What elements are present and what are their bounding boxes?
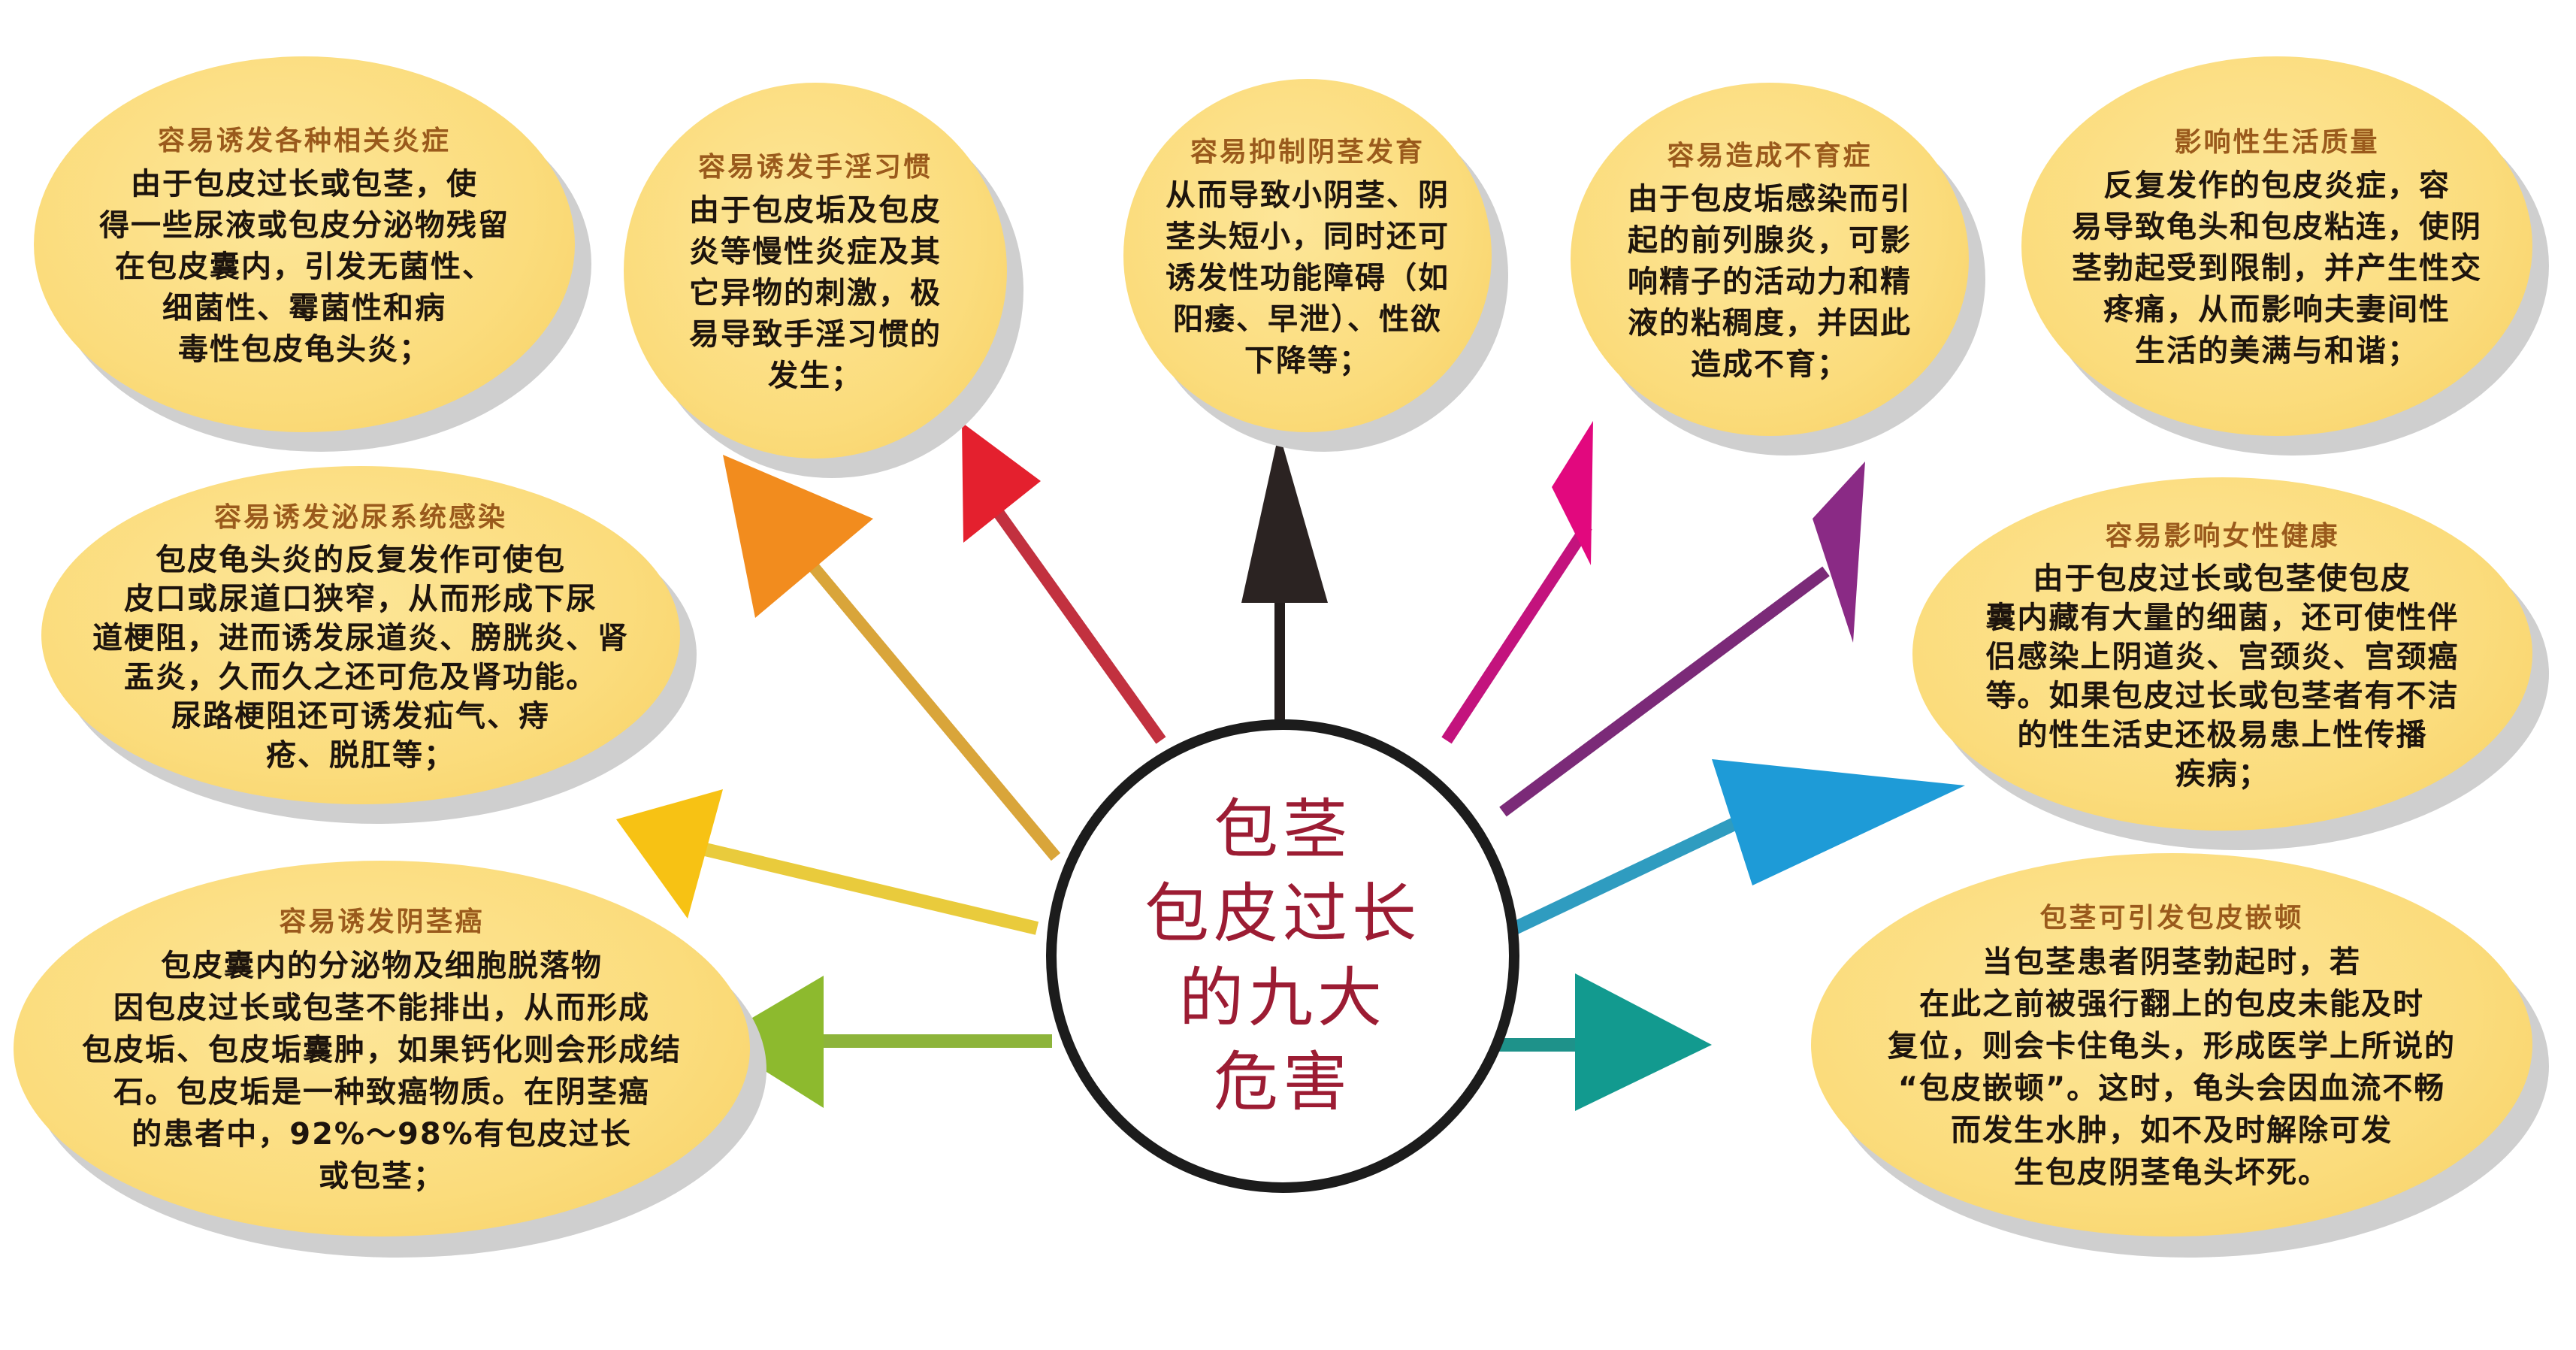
center-title-line: 危害 bbox=[1214, 1045, 1352, 1120]
bubble-female-health: 容易影响女性健康 由于包皮过长或包茎使包皮 囊内藏有大量的细菌，还可使性伴 侣感… bbox=[1912, 477, 2549, 850]
bubble-title: 容易诱发各种相关炎症 bbox=[157, 124, 451, 156]
bubble-line: 尿路梗阻还可诱发疝气、痔 bbox=[171, 699, 550, 734]
bubble-line: 易导致龟头和包皮粘连，使阴 bbox=[2072, 210, 2482, 244]
bubble-line: 而发生水肿，如不及时解除可发 bbox=[1951, 1113, 2393, 1148]
bubble-line: 诱发性功能障碍（如 bbox=[1166, 260, 1450, 295]
bubble-body: 包皮龟头炎的反复发作可使包 皮口或尿道口狭窄，从而形成下尿 道梗阻，进而诱发尿道… bbox=[92, 540, 629, 775]
bubble-paraphimosis: 包茎可引发包皮嵌顿 当包茎患者阴茎勃起时，若 在此之前被强行翻上的包皮未能及时 … bbox=[1811, 853, 2549, 1258]
arrow-black bbox=[1241, 432, 1328, 725]
bubble-line: 包皮龟头炎的反复发作可使包 bbox=[156, 543, 566, 577]
arrow-purple bbox=[1499, 462, 1865, 817]
arrow-magenta bbox=[1441, 421, 1593, 744]
bubble-penile-cancer: 容易诱发阴茎癌 包皮囊内的分泌物及细胞脱落物 因包皮过长或包茎不能排出，从而形成… bbox=[14, 861, 766, 1258]
bubble-line: 当包茎患者阴茎勃起时，若 bbox=[1982, 945, 2361, 979]
bubble-line: 响精子的活动力和精 bbox=[1628, 264, 1912, 299]
bubble-title: 容易影响女性健康 bbox=[2105, 520, 2340, 552]
bubble-inflammation: 容易诱发各种相关炎症 由于包皮过长或包茎，使 得一些尿液或包皮分泌物残留 在包皮… bbox=[34, 56, 591, 452]
center-title-line: 包茎 bbox=[1214, 792, 1352, 867]
bubble-line: 疾病； bbox=[2175, 757, 2270, 792]
bubble-line: 从而导致小阴茎、阴 bbox=[1166, 177, 1450, 213]
bubble-line: 包皮垢、包皮垢囊肿，如果钙化则会形成结 bbox=[82, 1033, 682, 1067]
bubble-line: 复位，则会卡住龟头，形成医学上所说的 bbox=[1888, 1029, 2456, 1064]
bubble-title: 容易抑制阴茎发育 bbox=[1190, 135, 1425, 168]
arrow-orange bbox=[723, 455, 1061, 861]
bubble-line: 疼痛，从而影响夫妻间性 bbox=[2103, 292, 2451, 327]
bubble-urinary: 容易诱发泌尿系统感染 包皮龟头炎的反复发作可使包 皮口或尿道口狭窄，从而形成下尿… bbox=[41, 466, 697, 824]
bubble-line: 道梗阻，进而诱发尿道炎、膀胱炎、肾 bbox=[92, 621, 629, 655]
bubble-body: 当包茎患者阴茎勃起时，若 在此之前被强行翻上的包皮未能及时 复位，则会卡住龟头，… bbox=[1888, 941, 2456, 1194]
bubble-line: 或包茎； bbox=[319, 1159, 445, 1194]
bubble-body: 由于包皮过长或包茎使包皮 囊内藏有大量的细菌，还可使性伴 侣感染上阴道炎、宫颈炎… bbox=[1986, 559, 2460, 794]
center-title-line: 包皮过长 bbox=[1144, 876, 1421, 952]
arrow-red bbox=[962, 422, 1166, 744]
bubble-line: 造成不育； bbox=[1691, 347, 1849, 382]
arrow-yellow bbox=[616, 789, 1039, 935]
bubble-line: 在此之前被强行翻上的包皮未能及时 bbox=[1919, 987, 2424, 1022]
bubble-line: 茎头短小，同时还可 bbox=[1166, 219, 1450, 254]
bubble-line: 得一些尿液或包皮分泌物残留 bbox=[99, 207, 509, 243]
bubble-title: 影响性生活质量 bbox=[2174, 126, 2380, 158]
bubble-title: 容易诱发泌尿系统感染 bbox=[213, 501, 507, 533]
bubble-line: 阳痿、早泄）、性欲 bbox=[1173, 301, 1442, 337]
bubble-line: 皮口或尿道口狭窄，从而形成下尿 bbox=[124, 582, 597, 616]
bubble-line: 液的粘稠度，并因此 bbox=[1628, 305, 1912, 341]
center-title-line: 的九大 bbox=[1179, 961, 1386, 1036]
bubble-line: 易导致手淫习惯的 bbox=[689, 316, 942, 352]
bubble-body: 反复发作的包皮炎症，容 易导致龟头和包皮粘连，使阴 茎勃起受到限制，并产生性交 … bbox=[2072, 165, 2482, 372]
bubble-line: 下降等； bbox=[1244, 343, 1371, 378]
bubble-line: 细菌性、霉菌性和病 bbox=[162, 290, 446, 325]
bubble-body: 由于包皮垢感染而引 起的前列腺炎，可影 响精子的活动力和精 液的粘稠度，并因此 … bbox=[1628, 179, 1912, 386]
bubble-line: 在包皮囊内，引发无菌性、 bbox=[115, 249, 494, 284]
bubble-masturbation: 容易诱发手淫习惯 由于包皮垢及包皮 炎等慢性炎症及其 它异物的刺激，极 易导致手… bbox=[624, 83, 1023, 478]
bubble-title: 容易诱发阴茎癌 bbox=[279, 906, 485, 937]
bubble-line: 包皮囊内的分泌物及细胞脱落物 bbox=[161, 949, 603, 983]
bubble-line: 等。如果包皮过长或包茎者有不洁 bbox=[1985, 679, 2460, 713]
bubble-line: 侣感染上阴道炎、宫颈炎、宫颈癌 bbox=[1985, 640, 2460, 674]
bubble-body: 包皮囊内的分泌物及细胞脱落物 因包皮过长或包茎不能排出，从而形成 包皮垢、包皮垢… bbox=[82, 945, 682, 1197]
bubble-line: 炎等慢性炎症及其 bbox=[689, 234, 942, 269]
bubble-line: 由于包皮过长或包茎，使 bbox=[131, 166, 478, 201]
center-title-circle: 包茎 包皮过长 的九大 危害 bbox=[1046, 719, 1519, 1193]
bubble-line: 起的前列腺炎，可影 bbox=[1628, 222, 1912, 258]
bubble-title: 包茎可引发包皮嵌顿 bbox=[2039, 902, 2304, 934]
bubble-title: 容易诱发手淫习惯 bbox=[697, 150, 933, 183]
bubble-line: 发生； bbox=[768, 358, 863, 393]
bubble-line: 由于包皮垢及包皮 bbox=[689, 192, 942, 228]
bubble-line: 盂炎，久而久之还可危及肾功能。 bbox=[124, 660, 597, 695]
bubble-title: 容易造成不育症 bbox=[1667, 139, 1873, 171]
bubble-infertility: 容易造成不育症 由于包皮垢感染而引 起的前列腺炎，可影 响精子的活动力和精 液的… bbox=[1571, 83, 1985, 456]
bubble-body: 由于包皮垢及包皮 炎等慢性炎症及其 它异物的刺激，极 易导致手淫习惯的 发生； bbox=[689, 190, 942, 397]
bubble-line: 囊内藏有大量的细菌，还可使性伴 bbox=[1985, 601, 2460, 635]
bubble-line: 由于包皮垢感染而引 bbox=[1628, 181, 1912, 216]
bubble-line: 由于包皮过长或包茎使包皮 bbox=[2033, 561, 2412, 596]
bubble-line: 石。包皮垢是一种致癌物质。在阴茎癌 bbox=[113, 1075, 650, 1109]
arrow-green bbox=[715, 976, 1052, 1108]
bubble-body: 从而导致小阴茎、阴 茎头短小，同时还可 诱发性功能障碍（如 阳痿、早泄）、性欲 … bbox=[1166, 175, 1450, 382]
bubble-line: 因包皮过长或包茎不能排出，从而形成 bbox=[113, 991, 650, 1025]
arrow-blue bbox=[1504, 759, 1965, 939]
bubble-line: 反复发作的包皮炎症，容 bbox=[2103, 168, 2451, 203]
bubble-line: 疮、脱肛等； bbox=[266, 738, 455, 773]
bubble-line: “包皮嵌顿”。这时，龟头会因血流不畅 bbox=[1897, 1071, 2446, 1106]
bubble-line: 的性生活史还极易患上性传播 bbox=[2017, 718, 2428, 752]
bubble-line: 生包皮阴茎龟头坏死。 bbox=[2014, 1155, 2330, 1190]
bubble-development: 容易抑制阴茎发育 从而导致小阴茎、阴 茎头短小，同时还可 诱发性功能障碍（如 阳… bbox=[1123, 79, 1508, 452]
bubble-line: 茎勃起受到限制，并产生性交 bbox=[2072, 251, 2482, 286]
bubble-sex-life: 影响性生活质量 反复发作的包皮炎症，容 易导致龟头和包皮粘连，使阴 茎勃起受到限… bbox=[2021, 56, 2549, 456]
bubble-line: 毒性包皮龟头炎； bbox=[178, 331, 431, 367]
bubble-line: 它异物的刺激，极 bbox=[689, 275, 942, 310]
bubble-body: 由于包皮过长或包茎，使 得一些尿液或包皮分泌物残留 在包皮囊内，引发无菌性、 细… bbox=[99, 164, 509, 371]
bubble-line: 生活的美满与和谐； bbox=[2135, 334, 2419, 368]
bubble-line: 的患者中，92%～98%有包皮过长 bbox=[132, 1117, 632, 1152]
